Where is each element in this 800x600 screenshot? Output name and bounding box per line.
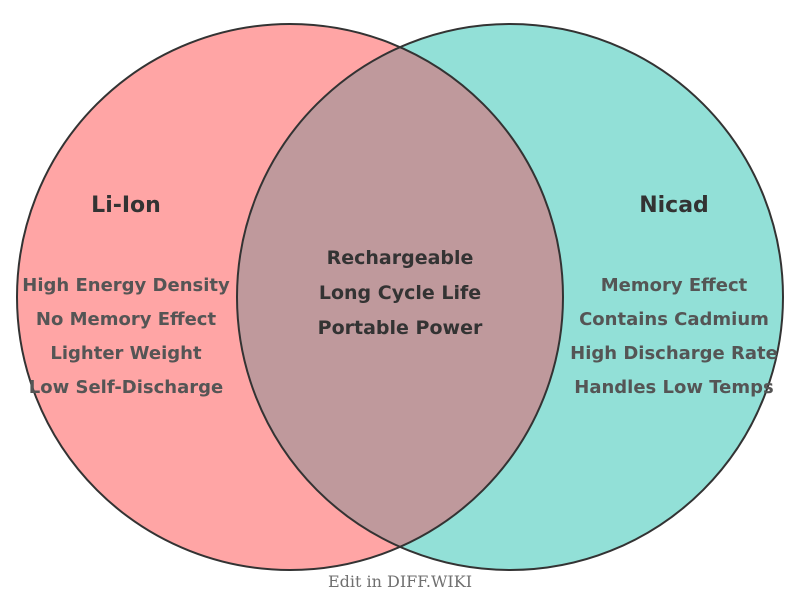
overlap-region-fill xyxy=(237,24,563,570)
overlap-item: Long Cycle Life xyxy=(318,282,482,304)
left-set-items: High Energy Density No Memory Effect Lig… xyxy=(6,269,246,405)
left-item: No Memory Effect xyxy=(35,309,217,330)
right-set-title: Nicad xyxy=(639,193,709,218)
right-item: High Discharge Rate xyxy=(570,343,778,364)
right-item: Contains Cadmium xyxy=(579,309,769,330)
overlap-item: Rechargeable xyxy=(326,247,474,269)
right-set-items: Memory Effect Contains Cadmium High Disc… xyxy=(554,269,794,405)
left-item: High Energy Density xyxy=(22,275,230,296)
right-circle-outline xyxy=(236,23,784,571)
left-set-title: Li-Ion xyxy=(91,193,161,218)
right-item: Memory Effect xyxy=(600,275,748,296)
left-circle-outline xyxy=(16,23,564,571)
left-item: Lighter Weight xyxy=(50,343,202,364)
left-item: Low Self-Discharge xyxy=(28,377,224,398)
right-item: Handles Low Temps xyxy=(574,377,774,398)
overlap-item: Portable Power xyxy=(317,317,483,339)
overlap-items: Rechargeable Long Cycle Life Portable Po… xyxy=(300,241,500,346)
edit-link[interactable]: Edit in DIFF.WIKI xyxy=(327,572,473,591)
